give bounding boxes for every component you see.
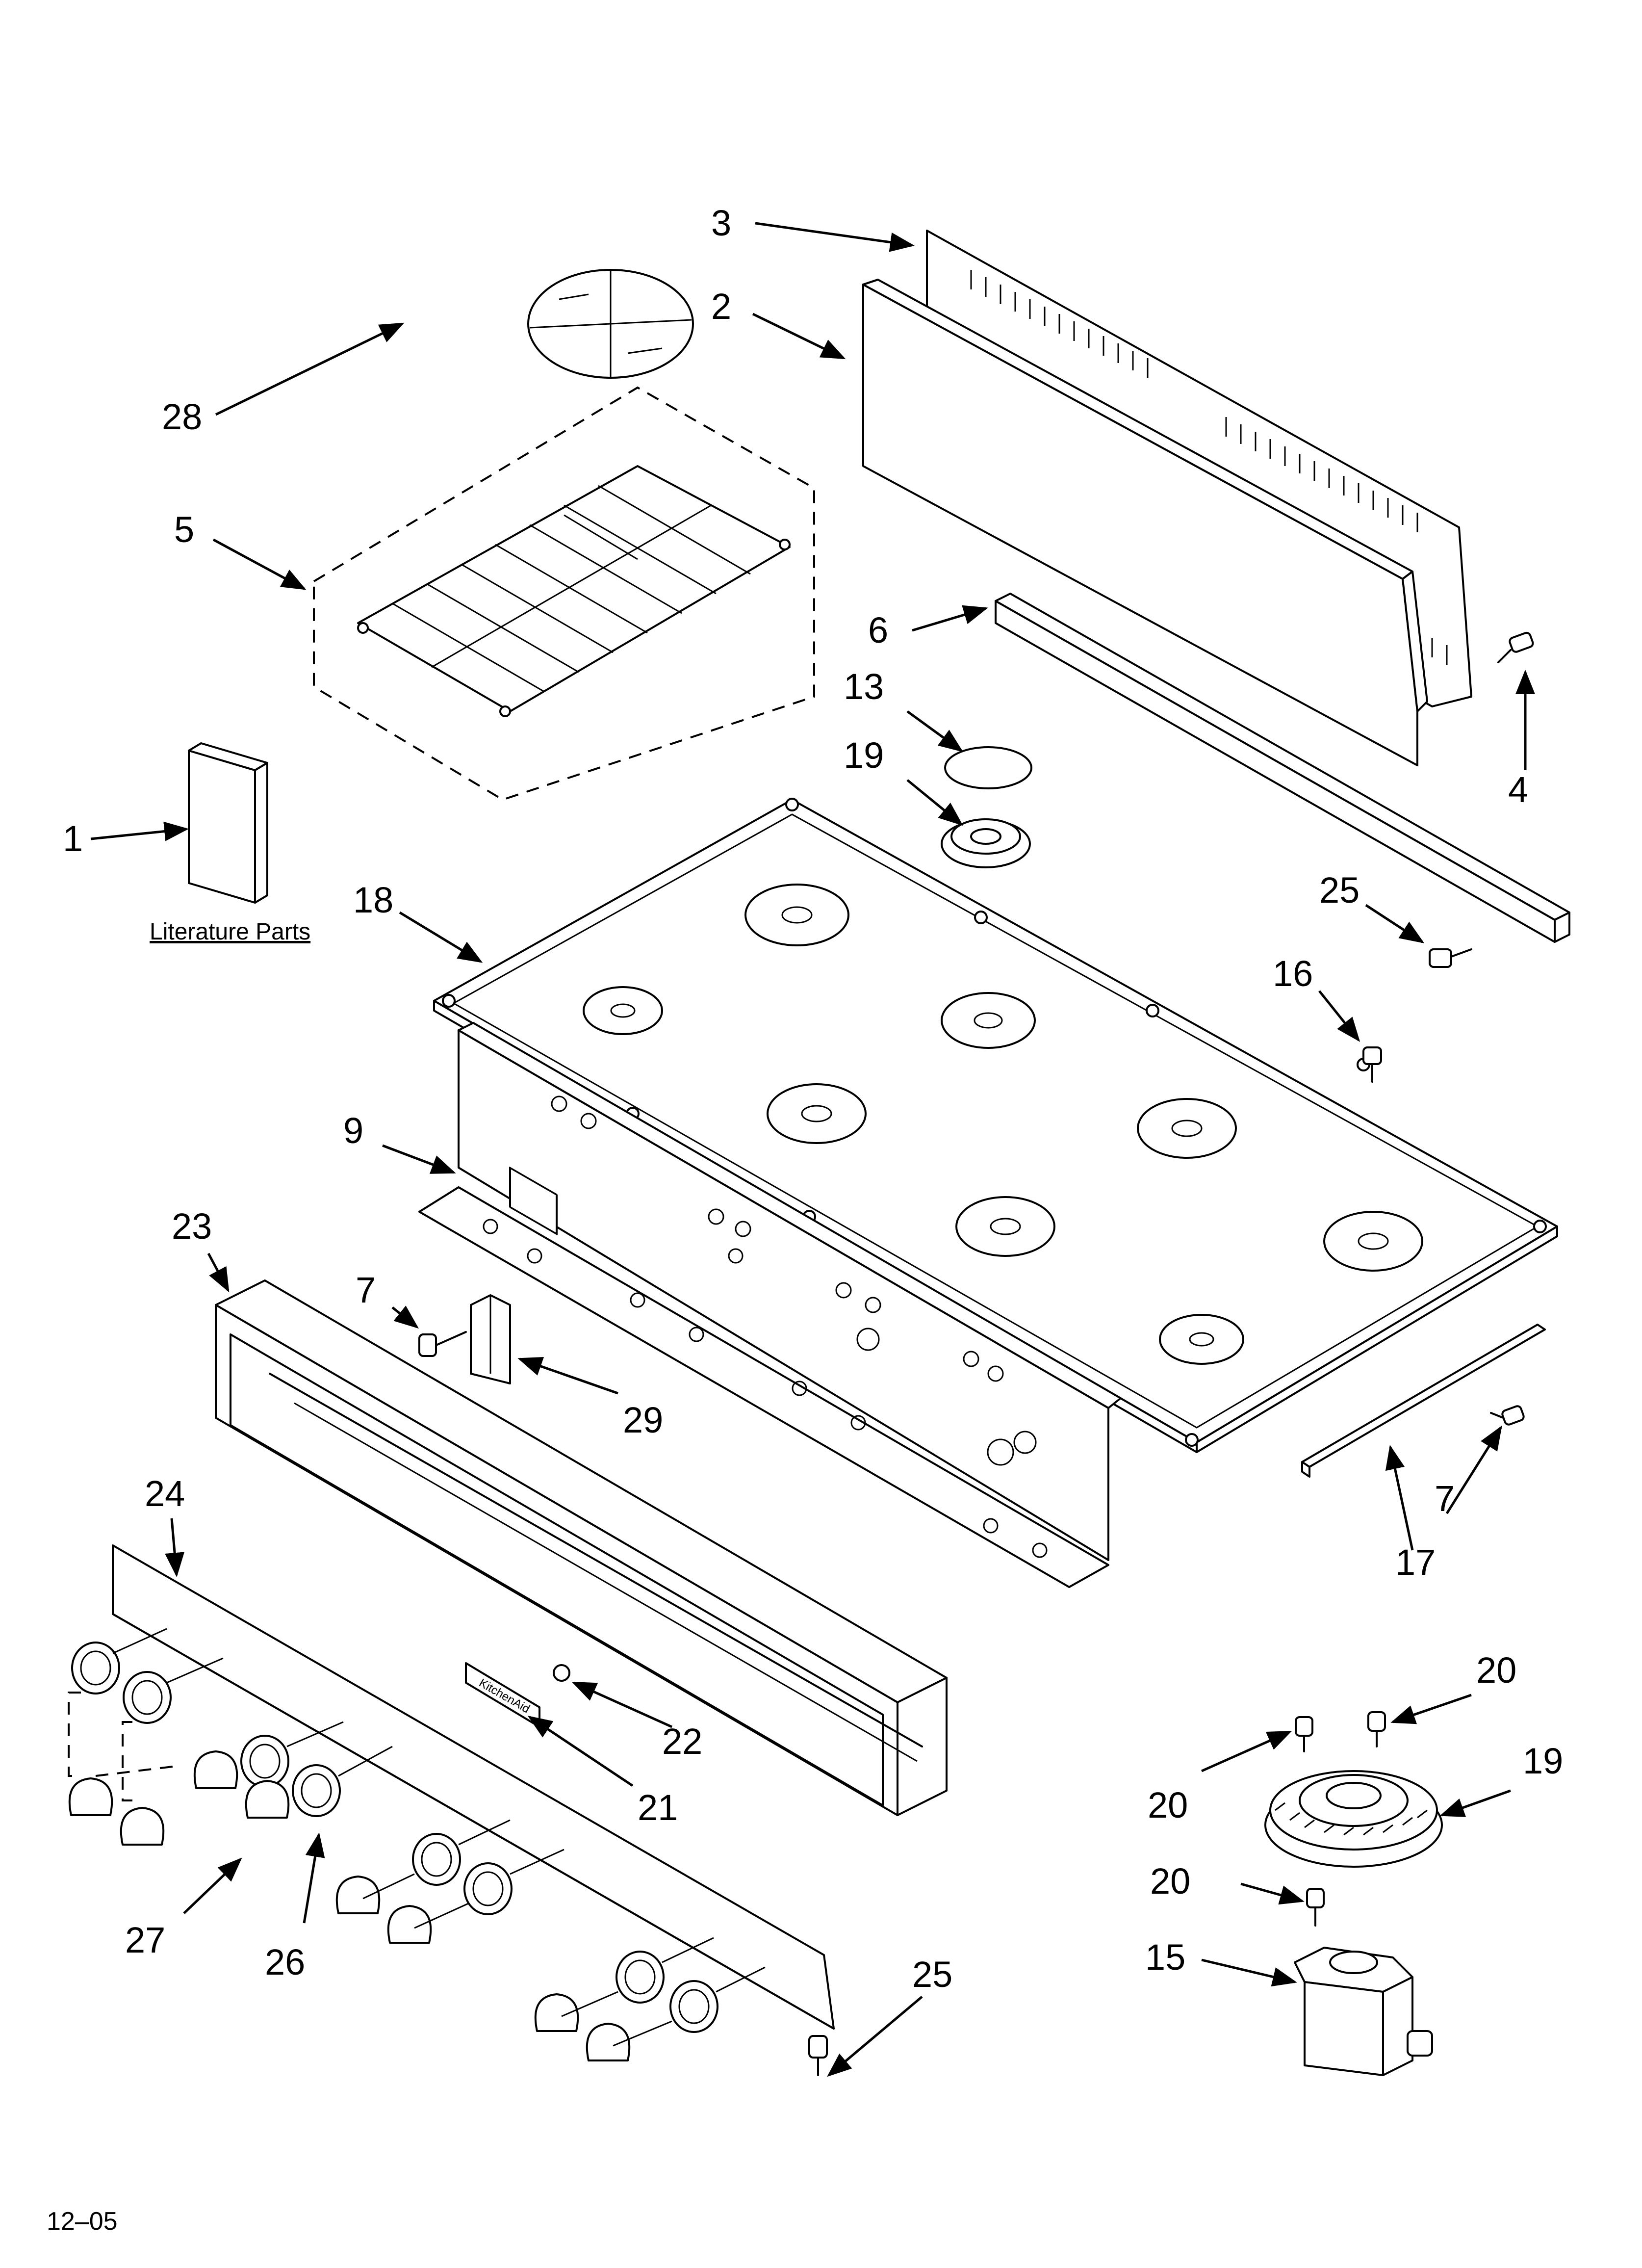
callout-16: 16 — [1273, 953, 1313, 994]
callout-5: 5 — [174, 509, 194, 550]
bezel — [669, 1980, 718, 2033]
callout-7-left: 7 — [356, 1270, 376, 1310]
callout-23: 23 — [172, 1206, 212, 1247]
callout-3: 3 — [711, 203, 731, 243]
burner-grates — [583, 884, 1423, 1365]
callout-26: 26 — [265, 1942, 305, 1982]
part-29-ignition-module — [470, 1294, 511, 1384]
knob — [335, 1876, 381, 1914]
part-4-screw — [1497, 631, 1534, 663]
badge-text: KitchenAid — [477, 1676, 532, 1716]
part-2-backguard — [862, 279, 1428, 766]
bezel — [123, 1671, 172, 1724]
part-20-screw-c — [1306, 1888, 1325, 1927]
callout-1: 1 — [63, 818, 83, 859]
part-15-orifice-holder — [1294, 1947, 1433, 2076]
part-20-screw-b — [1367, 1711, 1386, 1747]
callout-19-lower: 19 — [1523, 1741, 1563, 1781]
part-7-screw-right — [1490, 1405, 1525, 1426]
callout-20-left: 20 — [1148, 1785, 1188, 1825]
footer-code: 12–05 — [47, 2207, 118, 2236]
callout-17: 17 — [1395, 1542, 1436, 1583]
callout-21: 21 — [638, 1787, 678, 1828]
callout-4: 4 — [1508, 769, 1528, 810]
part-5-grates — [313, 386, 815, 801]
callout-15: 15 — [1145, 1937, 1185, 1978]
part-19-burner-head-detail — [1264, 1770, 1443, 1868]
part-22-post — [553, 1664, 570, 1682]
callout-28: 28 — [162, 396, 202, 437]
callout-27: 27 — [125, 1920, 165, 1960]
callout-labels: 3 2 28 5 6 4 13 19 1 Literature Parts 18… — [47, 203, 1563, 2236]
knob — [387, 1905, 432, 1944]
part-28-disk — [527, 269, 694, 379]
knob — [586, 2023, 631, 2061]
part-9-burner-box — [418, 1022, 1122, 1588]
part-21-badge: KitchenAid — [465, 1662, 540, 1728]
callout-6: 6 — [868, 610, 888, 651]
bezel — [71, 1642, 120, 1694]
part-20-screw-a — [1295, 1716, 1313, 1752]
part-7-screw-left — [418, 1331, 467, 1357]
part-1-literature — [188, 742, 268, 904]
callout-29: 29 — [623, 1400, 663, 1440]
bezel — [412, 1833, 461, 1886]
callout-2: 2 — [711, 286, 731, 327]
bezel — [616, 1951, 665, 2004]
part-13-burner-cap — [944, 746, 1032, 789]
callout-24: 24 — [145, 1473, 185, 1514]
part-23-control-housing — [215, 1279, 948, 1816]
callout-25-lower: 25 — [912, 1954, 952, 1995]
knob — [534, 1993, 579, 2032]
part-17-rail — [1301, 1324, 1546, 1478]
part-24-control-plate — [112, 1544, 835, 2030]
callout-9: 9 — [343, 1110, 363, 1151]
part-16-screw — [1362, 1046, 1382, 1083]
knob — [120, 1807, 165, 1846]
leader-arrows — [90, 222, 1535, 2077]
callout-13: 13 — [844, 666, 884, 707]
callout-7-right: 7 — [1435, 1478, 1455, 1519]
part-25-screw-lower — [808, 2035, 828, 2076]
knob — [245, 1780, 290, 1819]
knobs-and-bezels — [68, 1628, 766, 2061]
callout-22: 22 — [662, 1721, 702, 1762]
knob — [193, 1750, 238, 1789]
part-25-screw-upper — [1429, 948, 1472, 968]
bezel — [292, 1764, 341, 1817]
callout-20-lower: 20 — [1150, 1861, 1190, 1902]
part-19-burner-head-top — [941, 818, 1031, 868]
callout-18: 18 — [353, 880, 393, 920]
callout-25-upper: 25 — [1319, 870, 1360, 911]
callout-20-top: 20 — [1476, 1650, 1516, 1691]
bezel — [463, 1862, 513, 1915]
part-6-trim-strip — [995, 593, 1570, 943]
callout-19-top: 19 — [844, 735, 884, 776]
literature-parts-label: Literature Parts — [150, 919, 310, 945]
knob — [68, 1777, 113, 1816]
bezel — [240, 1735, 289, 1788]
